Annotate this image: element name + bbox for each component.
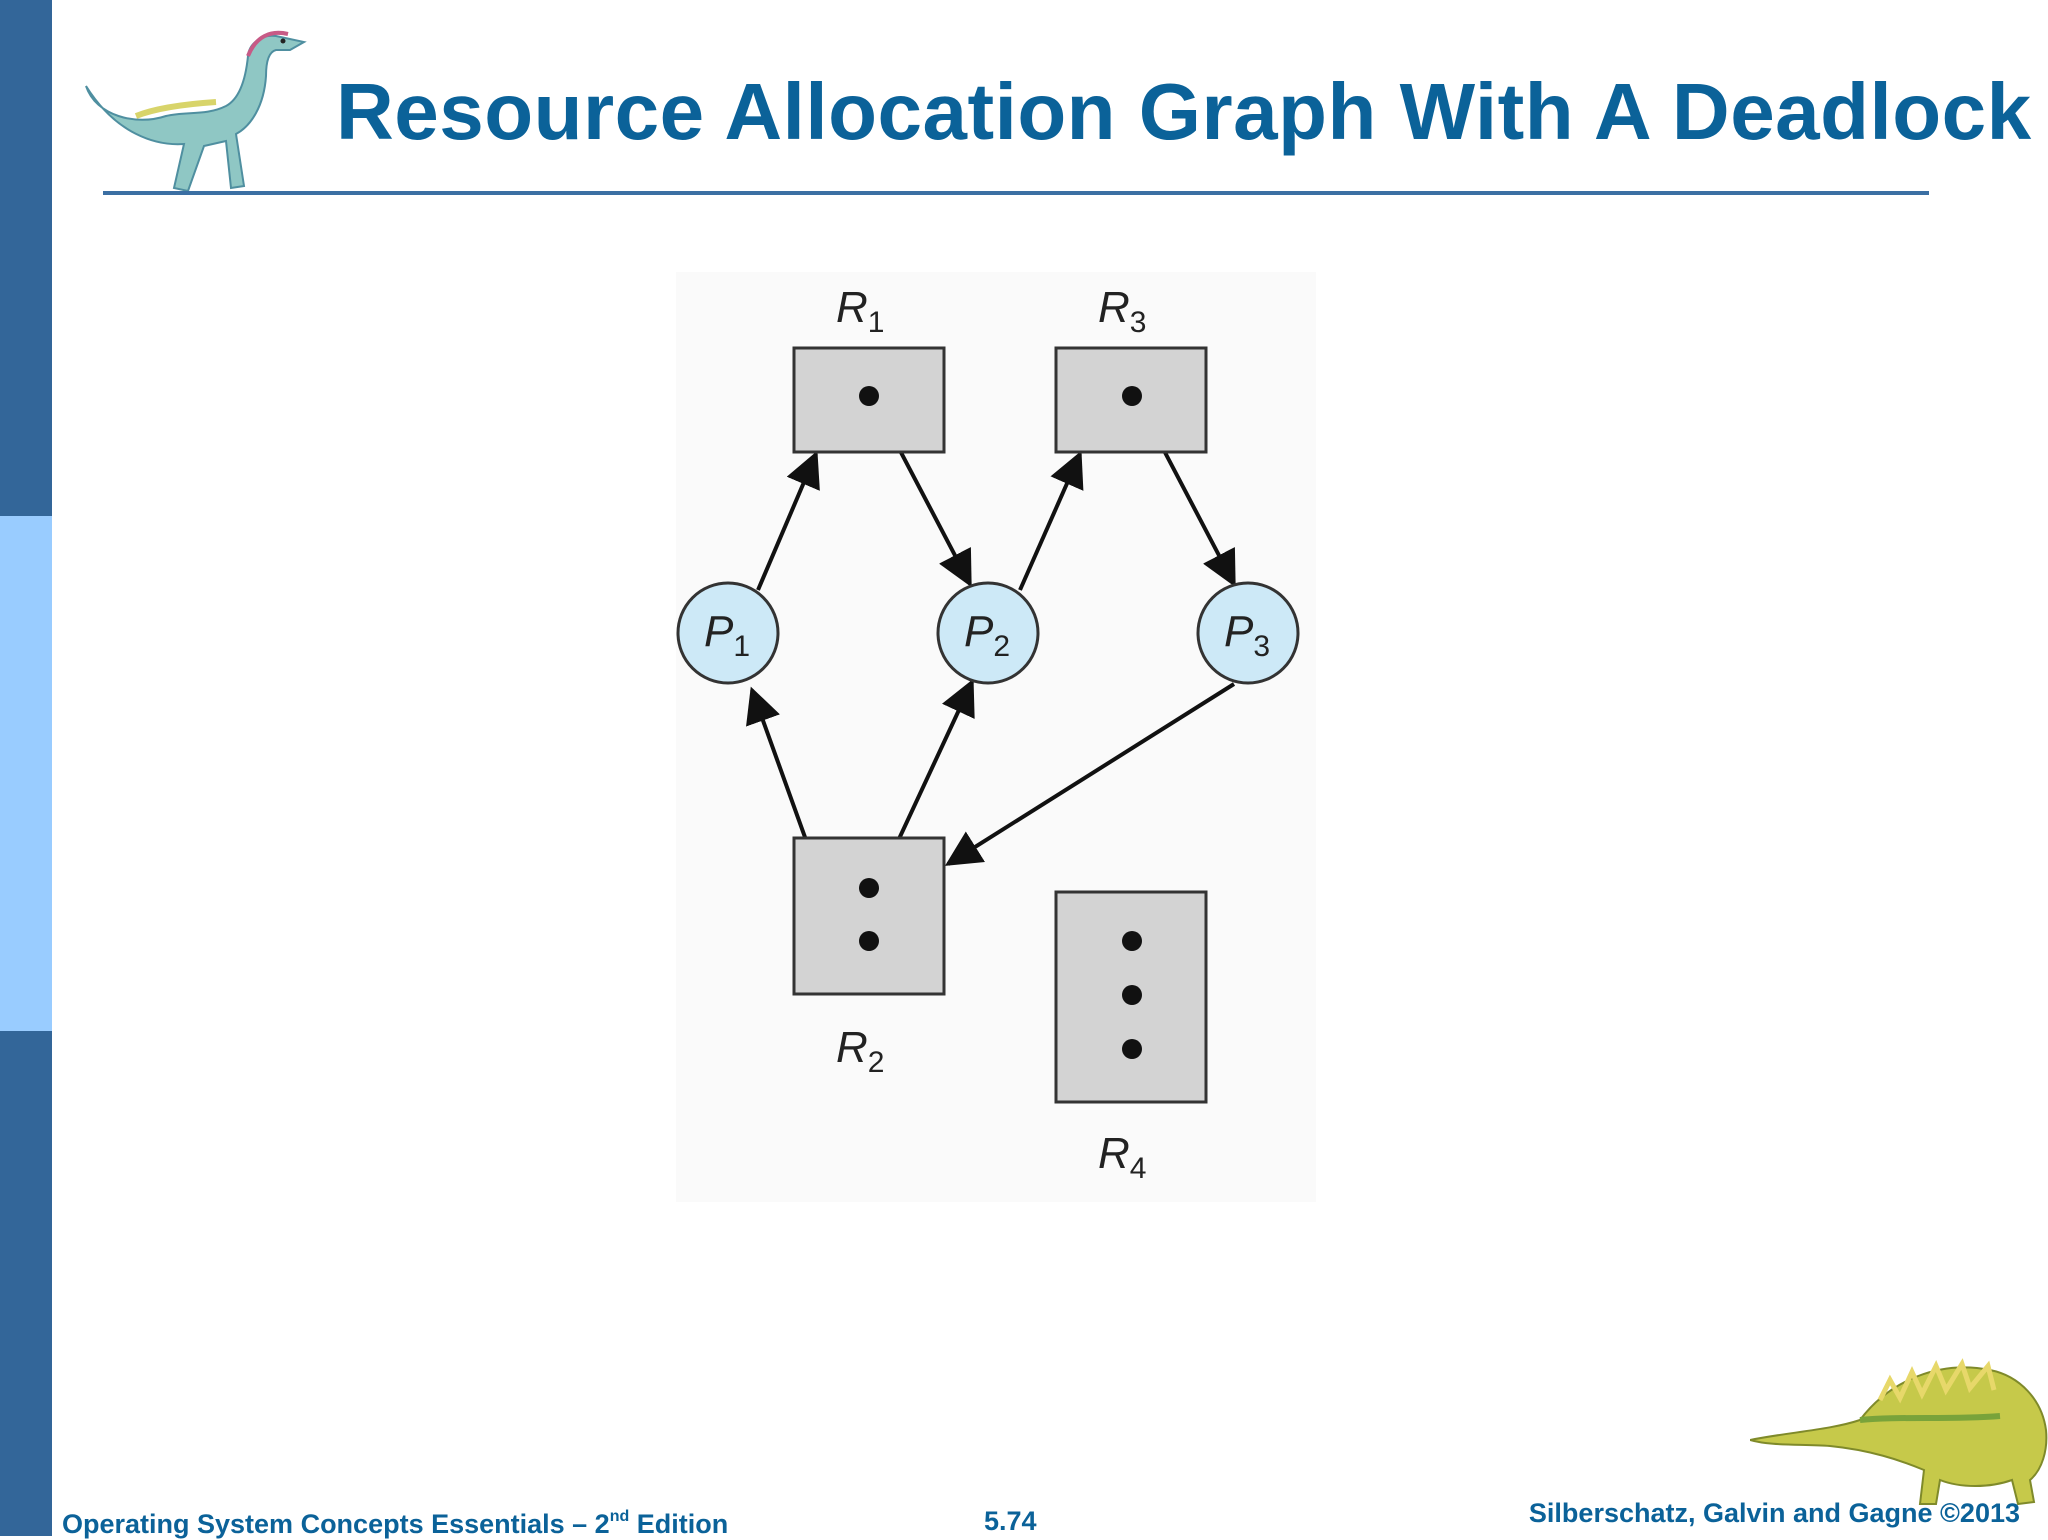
diagram-background (676, 272, 1316, 1202)
resource-r3-instance (1122, 386, 1142, 406)
resource-r2-instance (859, 931, 879, 951)
resource-r4-instance (1122, 931, 1142, 951)
sidebar-middle-band (0, 516, 52, 1031)
footer-book-title: Operating System Concepts Essentials – 2… (62, 1508, 729, 1539)
resource-r2 (792, 836, 946, 996)
resource-r1-instance (859, 386, 879, 406)
label-r4: R4 (1098, 1129, 1146, 1185)
edge-p2-to-r3 (1018, 450, 1084, 591)
process-p3 (1196, 581, 1300, 685)
resource-allocation-graph: R1 R3 R2 R4 P1 P2 P3 (676, 272, 1316, 1202)
footer-authors: Silberschatz, Galvin and Gagne ©2013 (1528, 1498, 2020, 1528)
resource-r2-instance (859, 878, 879, 898)
label-p1: P1 (704, 607, 750, 663)
dinosaur-logo-icon (85, 30, 307, 193)
sidebar-top-band (0, 0, 52, 516)
slide-title: Resource Allocation Graph With A Deadloc… (336, 67, 2032, 156)
process-p1 (676, 581, 780, 685)
label-p2: P2 (964, 607, 1010, 663)
edge-p3-to-r2 (944, 682, 1236, 866)
label-r2: R2 (836, 1023, 884, 1079)
process-p2 (936, 581, 1040, 685)
title-divider (103, 191, 1929, 195)
edge-p1-to-r1 (756, 450, 820, 591)
sidebar-bottom-band (0, 1031, 52, 1536)
dinosaur-illustration-icon (1750, 1358, 2048, 1506)
label-r3: R3 (1098, 283, 1146, 339)
footer-page-number: 5.74 (984, 1506, 1037, 1536)
label-p3: P3 (1224, 607, 1270, 663)
resource-r4-instance (1122, 1039, 1142, 1059)
resource-r4-instance (1122, 985, 1142, 1005)
label-r1: R1 (836, 283, 884, 339)
